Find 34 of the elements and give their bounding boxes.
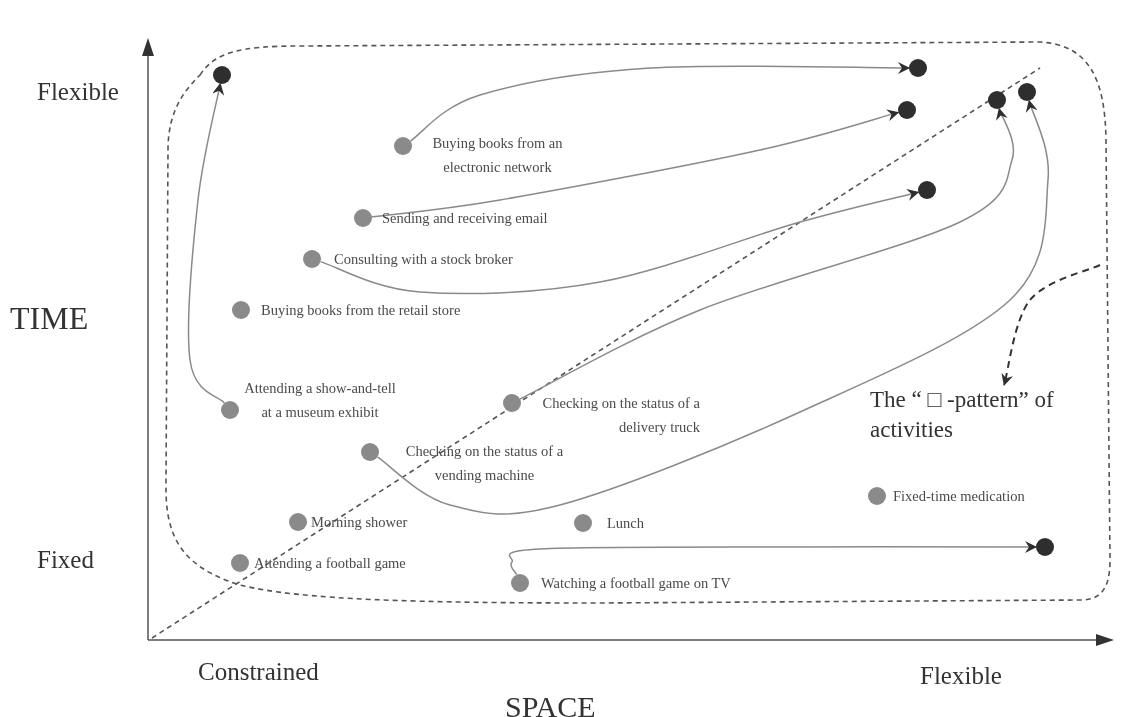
arrow [519, 107, 1015, 400]
activity-label: Fixed-time medication [893, 487, 1026, 506]
arrow [409, 61, 910, 142]
end-dot [909, 59, 927, 77]
arrow [187, 82, 226, 404]
arrow [319, 189, 920, 295]
end-dot [988, 91, 1006, 109]
activity-label: Sending and receiving email [382, 209, 549, 228]
activity-label: Checking on the status of a delivery truck [541, 394, 700, 437]
end-dot [1036, 538, 1054, 556]
arrow [376, 99, 1050, 515]
tick-label: Fixed [37, 546, 94, 574]
activity-label: Watching a football game on TV [541, 574, 732, 593]
pattern-caption: The “ □ -pattern” of activities [870, 385, 1120, 445]
activity-label: Buying books from the retail store [261, 301, 462, 320]
arrow [508, 541, 1037, 576]
end-dot [898, 101, 916, 119]
tick-label: Flexible [37, 78, 119, 106]
activity-label: Lunch [607, 514, 646, 533]
activity-label: Buying books from an electronic network [431, 134, 564, 177]
end-dot [213, 66, 231, 84]
activity-label: Attending a football game [254, 554, 407, 573]
end-dot [1018, 83, 1036, 101]
tick-label: Flexible [920, 662, 1002, 690]
activity-label: Checking on the status of a vending machine [404, 442, 565, 485]
activity-label: Morning shower [311, 513, 409, 532]
arrow [371, 109, 900, 218]
axis-title: SPACE [505, 690, 596, 717]
end-dot [918, 181, 936, 199]
axis-title: TIME [10, 300, 89, 337]
arrow [1001, 264, 1101, 386]
tick-label: Constrained [198, 658, 319, 686]
activity-label: Attending a show-and-tell at a museum exhibit [243, 379, 397, 422]
activity-label: Consulting with a stock broker [334, 250, 514, 269]
